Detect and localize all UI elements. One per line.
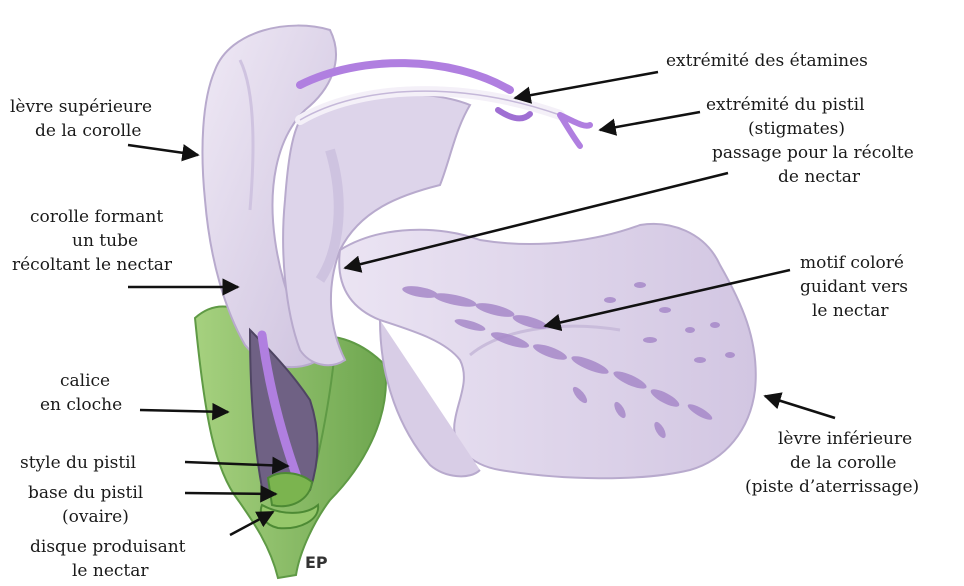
- label-tube-3: récoltant le nectar: [12, 255, 173, 275]
- label-disque-2: le nectar: [72, 561, 149, 581]
- label-motif-2: guidant vers: [800, 277, 908, 297]
- label-levre-inf-1: lèvre inférieure: [778, 429, 912, 449]
- label-levre-inf-3: (piste d’aterrissage): [745, 477, 919, 497]
- arrow-pistil: [600, 112, 700, 130]
- label-levre-inf-2: de la corolle: [790, 453, 896, 473]
- label-base-1: base du pistil: [28, 483, 143, 503]
- label-pistil-1: extrémité du pistil: [706, 95, 865, 115]
- label-levre-sup-2: de la corolle: [35, 121, 141, 141]
- label-passage-1: passage pour la récolte: [712, 143, 914, 163]
- label-etamines: extrémité des étamines: [666, 51, 868, 71]
- label-passage-2: de nectar: [778, 167, 861, 187]
- label-base-2: (ovaire): [62, 507, 129, 527]
- label-disque-1: disque produisant: [30, 537, 186, 557]
- label-calice-2: en cloche: [40, 395, 122, 415]
- arrow-etamines: [515, 72, 658, 98]
- arrow-base: [185, 493, 276, 494]
- label-calice-1: calice: [60, 371, 110, 391]
- label-motif-3: le nectar: [812, 301, 889, 321]
- flower-illustration: EP: [195, 26, 756, 578]
- label-tube-2: un tube: [72, 231, 138, 251]
- label-motif-1: motif coloré: [800, 253, 904, 273]
- arrow-levre-sup: [128, 145, 198, 155]
- label-tube-1: corolle formant: [30, 207, 163, 227]
- label-pistil-2: (stigmates): [748, 119, 845, 139]
- label-style: style du pistil: [20, 453, 136, 473]
- artist-signature: EP: [305, 553, 328, 572]
- label-levre-sup-1: lèvre supérieure: [10, 97, 152, 117]
- stigma: [560, 115, 590, 146]
- arrow-levre-inf: [765, 396, 835, 418]
